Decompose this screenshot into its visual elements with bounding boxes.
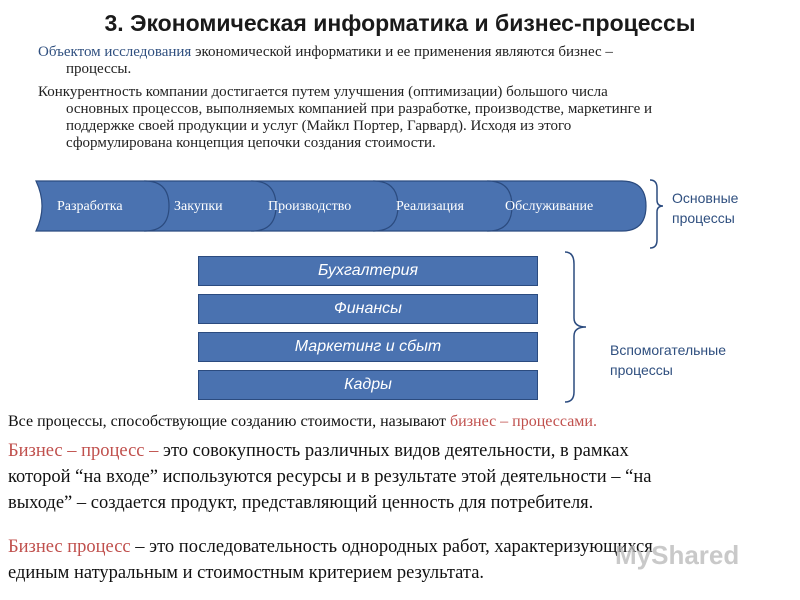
chain-label-obsluzhivanie: Обслуживание — [505, 199, 594, 214]
chain-segment-razrabotka — [35, 180, 170, 232]
support-label-line: процессы — [610, 362, 673, 378]
intro-paragraph: Объектом исследования экономической инфо… — [38, 44, 778, 78]
definition-1-line: это совокупность различных видов деятель… — [163, 441, 629, 461]
intro-lead: Объектом исследования — [38, 44, 192, 60]
chain-label-zakupki: Закупки — [174, 199, 223, 214]
definition-2-line: единым натуральным и стоимостным критери… — [8, 563, 485, 583]
support-processes-label: Вспомогательные процессы — [610, 340, 726, 380]
primary-bracket — [649, 179, 664, 249]
page-title: 3. Экономическая информатика и бизнес-пр… — [104, 10, 696, 36]
definition-intro: Все процессы, способствующие созданию ст… — [8, 413, 597, 431]
chain-label-razrabotka: Разработка — [57, 199, 123, 214]
intro-rest: экономической информатики и ее применени… — [191, 44, 613, 60]
chain-label-proizvodstvo: Производство — [268, 199, 352, 214]
primary-label-line: Основные — [672, 190, 739, 206]
porter-line: основных процессов, выполняемых компание… — [66, 101, 653, 117]
definition-1-term: Бизнес – процесс – — [8, 441, 164, 461]
primary-processes-label: Основные процессы — [672, 188, 738, 228]
porter-line: поддержке своей продукции и услуг (Майкл… — [66, 118, 572, 134]
support-bracket — [564, 251, 587, 403]
support-box-finance: Финансы — [198, 294, 538, 324]
definition-intro-highlight: бизнес – процессами. — [449, 413, 597, 430]
porter-paragraph: Конкурентность компании достигается путе… — [38, 84, 778, 152]
definition-1-line: выходе” – создается продукт, представляю… — [8, 493, 594, 513]
support-box-accounting: Бухгалтерия — [198, 256, 538, 286]
definition-2-term: Бизнес процесс — [8, 537, 131, 557]
definition-intro-text: Все процессы, способствующие созданию ст… — [8, 413, 450, 430]
definition-2: Бизнес процесс – это последовательность … — [8, 534, 793, 586]
support-box-marketing: Маркетинг и сбыт — [198, 332, 538, 362]
definition-1: Бизнес – процесс – это совокупность разл… — [8, 438, 783, 516]
watermark-logo: MyShared — [615, 540, 740, 570]
chain-label-realizatsiya: Реализация — [396, 199, 464, 214]
definition-1-line: которой “на входе” используются ресурсы … — [8, 467, 652, 487]
support-label-line: Вспомогательные — [610, 342, 727, 358]
definition-2-line: – это последовательность однородных рабо… — [130, 537, 653, 557]
porter-line: сформулирована концепция цепочки создани… — [66, 135, 436, 151]
primary-label-line: процессы — [672, 210, 735, 226]
intro-line2: процессы. — [66, 61, 132, 77]
porter-line: Конкурентность компании достигается путе… — [38, 84, 608, 100]
support-box-hr: Кадры — [198, 370, 538, 400]
